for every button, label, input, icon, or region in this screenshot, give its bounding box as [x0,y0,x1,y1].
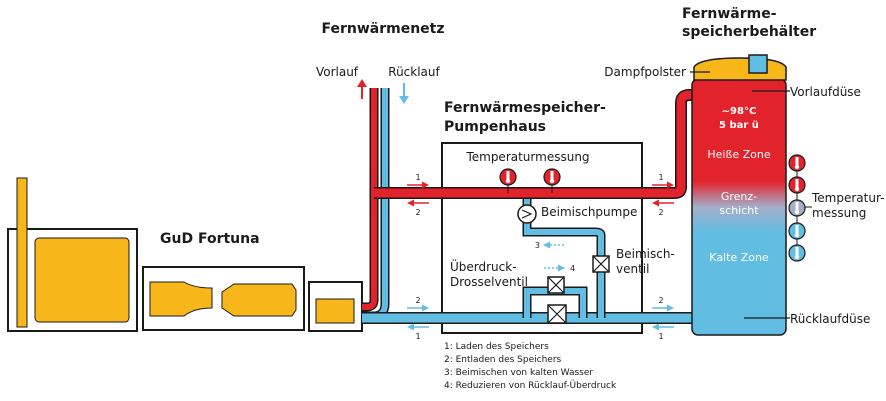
ruecklauf-label: Rücklauf [388,65,440,79]
network-arrows [357,79,409,104]
fernwaermenetz-title: Fernwärmenetz [321,21,444,37]
vorlauf-label: Vorlauf [316,65,359,79]
flow-arrow-left-icon [407,323,429,331]
thermometer-icon [788,222,806,240]
arrow-number: 2 [415,208,420,217]
flow-arrows: 1 2 1 2 2 1 2 1 3 4 [407,173,674,341]
flow-arrow-left-icon [652,323,674,331]
arrow-number: 2 [658,296,663,305]
plant-boiler [34,237,130,323]
flow-arrow-right-icon [407,181,429,189]
gud-fortuna-label: GuD Fortuna [160,231,260,247]
steam-cushion [693,57,787,81]
legend: 1: Laden des Speichers 2: Entladen des S… [444,342,617,391]
tank-temperaturmessung-2: messung [812,206,866,220]
ueberdruck-label-2: Drosselventil [450,275,528,289]
thermometer-icon [499,168,517,193]
turbine-shape [149,281,213,317]
flow-arrow-right-icon [407,304,429,312]
arrow-number: 1 [415,332,420,341]
flow-arrow-right-icon [652,304,674,312]
mixing-arrow-icon [543,241,564,249]
boundary-label-1: Grenz- [721,190,757,203]
arrow-number: 1 [658,332,663,341]
flow-arrow-left-icon [652,199,674,207]
hot-zone-label: Heiße Zone [707,148,771,161]
arrow-number: 1 [658,173,663,182]
arrow-number: 1 [415,173,420,182]
pumpenhaus-title-2: Pumpenhaus [444,119,546,135]
tank-temperature: ~98°C [722,106,757,117]
beimischventil-label-2: ventil [616,262,649,276]
behaelter-title-1: Fernwärme- [682,6,777,22]
gud-fortuna-plant: GuD Fortuna [7,177,363,332]
hot-pipes [362,88,752,312]
pressure-valve-upper-icon [547,276,565,294]
mixing-pump-icon [517,204,537,224]
behaelter-title-2: speicherbehälter [682,24,816,40]
cold-zone-label: Kalte Zone [709,251,769,264]
beimischpumpe-label: Beimischpumpe [541,205,637,219]
generator-shape [221,283,297,317]
legend-item: 3: Beimischen von kalten Wasser [444,368,593,378]
thermometer-icon [543,168,561,193]
tank-thermometers [788,154,812,262]
ueberdruck-label-1: Überdruck- [450,258,517,274]
turbine-frame [142,266,305,331]
pressure-arrow-icon [544,264,565,272]
vorlaufduese-label: Vorlaufdüse [790,85,861,99]
flow-arrow-left-icon [407,199,429,207]
plant-frame [7,228,138,332]
beimischventil-label-1: Beimisch- [616,247,675,261]
thermometer-icon [788,176,806,194]
pumpenhaus-frame [441,142,643,334]
flow-arrow-right-icon [652,181,674,189]
tank-pressure: 5 bar ü [719,120,759,131]
tank-temperaturmessung-1: Temperatur- [811,191,884,205]
ruecklauf-down-arrow-icon [399,83,409,104]
thermometer-icon [788,199,806,217]
ruecklaufduese-label: Rücklaufdüse [790,312,870,326]
thermometer-icon [788,154,806,172]
plant-chimney [16,177,28,328]
arrow-number: 2 [415,296,420,305]
dampfpolster-label: Dampfpolster [604,65,686,79]
arrow-number: 4 [570,264,575,273]
storage-tank: ~98°C 5 bar ü Heiße Zone Grenz- schicht … [691,54,787,336]
vorlauf-up-arrow-icon [357,79,367,99]
heat-exchanger [315,298,355,324]
legend-item: 1: Laden des Speichers [444,342,549,352]
pumpenhaus-title-1: Fernwärmespeicher- [444,100,606,116]
arrow-number: 3 [535,241,540,250]
boundary-label-2: schicht [719,204,759,217]
temperaturmessung-label: Temperaturmessung [465,150,589,164]
tank-cap [748,54,768,74]
legend-item: 4: Reduzieren von Rücklauf-Überdruck [444,380,617,391]
thermometer-icon [788,244,806,262]
mixing-valve-icon [592,255,610,273]
legend-item: 2: Entladen des Speichers [444,355,562,365]
pressure-valve-lower-icon [547,304,567,324]
arrow-number: 2 [658,208,663,217]
